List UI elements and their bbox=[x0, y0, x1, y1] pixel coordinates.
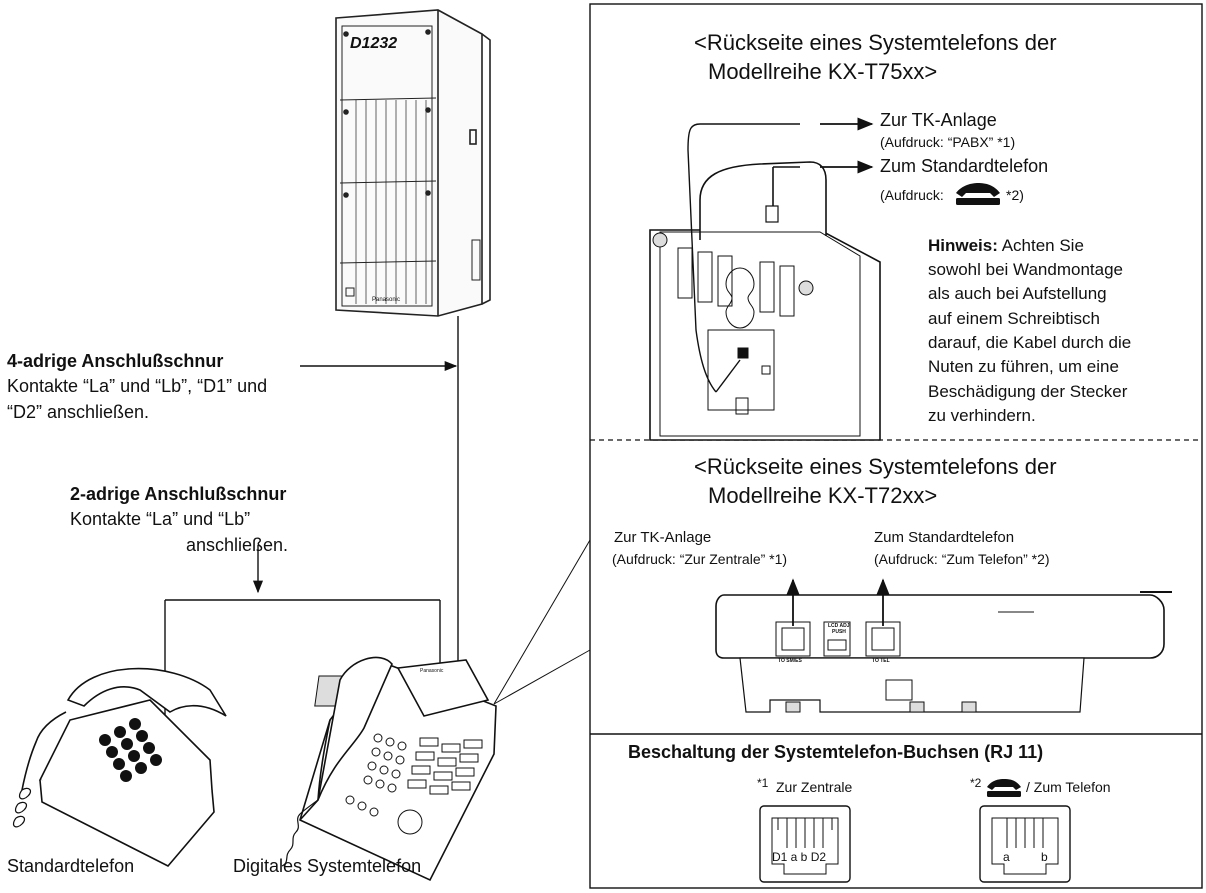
rj11-jack-2-diagram bbox=[979, 805, 1071, 883]
t72-port-mid-label2: PUSH bbox=[832, 629, 846, 635]
t75-note-line5: darauf, die Kabel durch die bbox=[928, 333, 1132, 352]
t75-arrows bbox=[820, 117, 874, 174]
t72-to-phone: Zum Standardtelefon bbox=[874, 529, 1015, 546]
t75-note-line1-text: Achten Sie bbox=[997, 236, 1084, 255]
t72-to-pabx-note: (Aufdruck: “Zur Zentrale” *1) bbox=[612, 551, 788, 567]
jack2-mark: *2 bbox=[970, 776, 982, 790]
t75-note-line4: auf einem Schreibtisch bbox=[928, 309, 1100, 328]
cord4-line1: Kontakte “La” und “Lb”, “D1” und bbox=[7, 376, 268, 396]
t75-to-phone-note-prefix: (Aufdruck: bbox=[880, 187, 944, 203]
t75-note-line2: sowohl bei Wandmontage bbox=[928, 260, 1123, 279]
t75-heading-line1: <Rückseite eines Systemtelefons der bbox=[694, 30, 1057, 55]
digital-telephone-illustration bbox=[281, 656, 497, 882]
t72-heading-line2: Modellreihe KX-T72xx> bbox=[708, 483, 938, 508]
t72-heading-line1: <Rückseite eines Systemtelefons der bbox=[694, 454, 1057, 479]
jack1-label: Zur Zentrale bbox=[776, 779, 853, 795]
t75-to-pabx-note: (Aufdruck: “PABX” *1) bbox=[880, 134, 1016, 150]
cord2-line2: anschließen. bbox=[186, 535, 289, 555]
cord4-title: 4-adrige Anschlußschnur bbox=[7, 351, 224, 371]
standard-telephone-label: Standardtelefon bbox=[7, 856, 135, 876]
jack2-pin-b: b bbox=[1041, 850, 1048, 864]
t72-port-right-label: TO TEL bbox=[872, 658, 890, 664]
digital-phone-brand: Panasonic bbox=[420, 668, 444, 674]
digital-telephone-label: Digitales Systemtelefon bbox=[233, 856, 422, 876]
t75-heading-line2: Modellreihe KX-T75xx> bbox=[708, 59, 938, 84]
t75-to-phone: Zum Standardtelefon bbox=[880, 156, 1049, 176]
t72-arrows bbox=[786, 578, 890, 626]
t75-to-pabx: Zur TK-Anlage bbox=[880, 110, 997, 130]
jack2-label: / Zum Telefon bbox=[1026, 779, 1111, 795]
standard-telephone-illustration bbox=[12, 667, 227, 867]
t72-to-phone-note: (Aufdruck: “Zum Telefon” *2) bbox=[874, 551, 1050, 567]
t75-note-bold: Hinweis: bbox=[928, 236, 998, 255]
t72-port-left-label: TO SM/ES bbox=[778, 658, 802, 664]
t72-phone-back-illustration bbox=[715, 591, 1172, 713]
cord2-line1: Kontakte “La” und “Lb” bbox=[70, 509, 251, 529]
zoom-lines bbox=[493, 539, 591, 705]
pbx-model-label: D1232 bbox=[350, 35, 397, 52]
t72-to-pabx: Zur TK-Anlage bbox=[614, 529, 712, 546]
handset-icon-small bbox=[987, 779, 1021, 797]
jacks-heading: Beschaltung der Systemtelefon-Buchsen (R… bbox=[628, 742, 1044, 762]
handset-icon bbox=[956, 183, 1000, 205]
jack1-mark: *1 bbox=[757, 776, 769, 790]
cord4-line2: “D2” anschließen. bbox=[7, 402, 150, 422]
t75-note-line7: Beschädigung der Stecker bbox=[928, 382, 1128, 401]
jack1-pins: D1 a b D2 bbox=[772, 850, 827, 864]
t75-note-line8: zu verhindern. bbox=[928, 406, 1036, 425]
t72-port-mid-label1: LCD ADJ bbox=[828, 623, 850, 629]
detail-panel-frame bbox=[589, 3, 1203, 889]
t75-to-phone-note-suffix: *2) bbox=[1006, 187, 1024, 203]
jack2-pin-a: a bbox=[1003, 850, 1010, 864]
t75-note-line3: als auch bei Aufstellung bbox=[928, 284, 1107, 303]
t75-phone-back-illustration bbox=[649, 123, 881, 441]
t75-note-line1: Hinweis: Achten Sie bbox=[928, 236, 1084, 256]
pbx-unit-illustration bbox=[335, 9, 491, 317]
t75-note-line6: Nuten zu führen, um eine bbox=[928, 357, 1119, 376]
pbx-brand-label: Panasonic bbox=[372, 297, 400, 303]
rj11-jack-1-diagram bbox=[759, 805, 851, 883]
cord2-title: 2-adrige Anschlußschnur bbox=[70, 484, 287, 504]
